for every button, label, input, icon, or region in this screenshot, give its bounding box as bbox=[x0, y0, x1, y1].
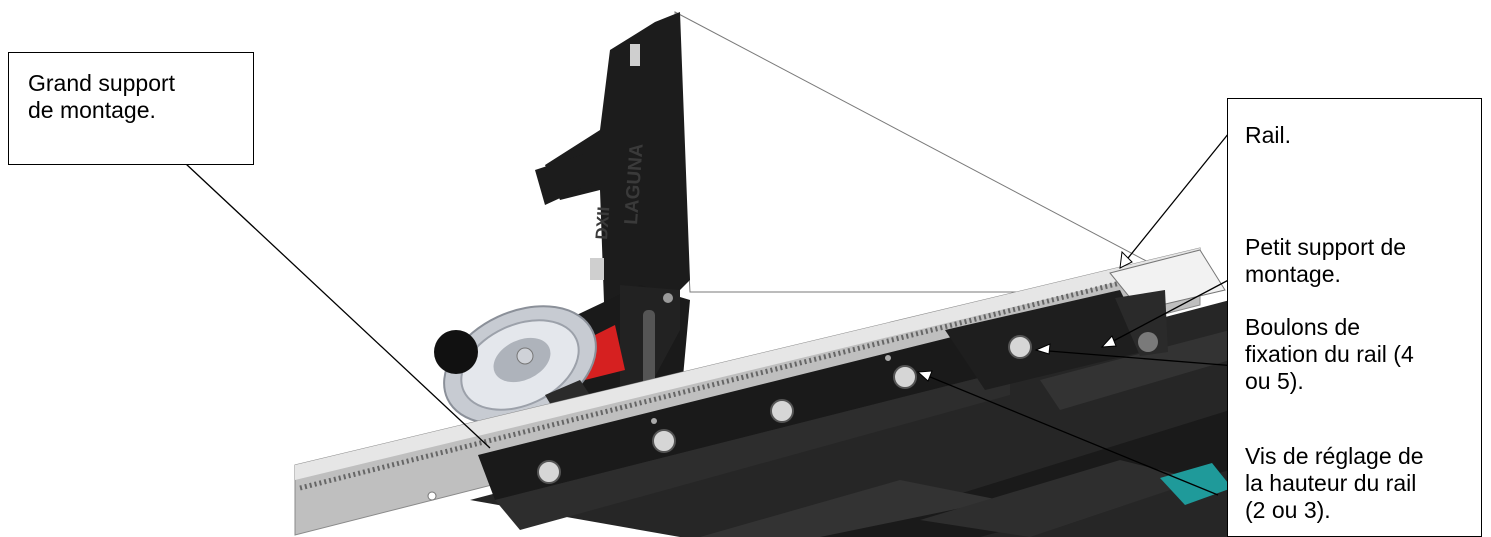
leader-grand-support bbox=[154, 134, 491, 449]
hex-bolt-icon bbox=[893, 365, 917, 389]
leader-boulons bbox=[1035, 349, 1237, 367]
callout-box-right bbox=[1227, 98, 1482, 537]
teal-accent-icon bbox=[1160, 463, 1232, 505]
label-rail: Rail. bbox=[1245, 122, 1292, 148]
arrowhead-vis bbox=[916, 370, 933, 382]
label-vis: Vis de réglage de la hauteur du rail (2 … bbox=[1245, 443, 1424, 523]
fence-model-text: DXII bbox=[592, 206, 613, 240]
arrowhead-rail bbox=[1119, 250, 1133, 269]
small-mounting-bracket bbox=[945, 290, 1168, 390]
arrowhead-petit-support bbox=[1100, 335, 1117, 348]
leader-rail bbox=[1119, 127, 1234, 269]
label-boulons: Boulons de fixation du rail (4 ou 5). bbox=[1245, 314, 1414, 394]
callout-box-grand-support bbox=[8, 52, 254, 165]
hex-bolt-icon bbox=[1008, 335, 1032, 359]
leader-petit-support bbox=[1101, 274, 1239, 348]
large-mounting-bracket bbox=[478, 325, 1010, 530]
arrowhead-boulons bbox=[1034, 343, 1051, 355]
hex-bolt-icon bbox=[537, 460, 561, 484]
leader-arrowheads bbox=[916, 250, 1133, 382]
leader-lines bbox=[154, 127, 1250, 501]
hex-bolt-icon bbox=[770, 399, 794, 423]
fence-body: LAGUNA DXII bbox=[535, 12, 690, 330]
hex-bolt-icon bbox=[652, 429, 676, 453]
hex-bolts bbox=[537, 335, 1032, 484]
rack-teeth bbox=[299, 280, 1121, 491]
label-grand-support: Grand support de montage. bbox=[28, 70, 176, 123]
knob-icon bbox=[434, 330, 478, 374]
label-petit-support: Petit support de montage. bbox=[1245, 234, 1407, 287]
leader-vis bbox=[917, 371, 1219, 496]
